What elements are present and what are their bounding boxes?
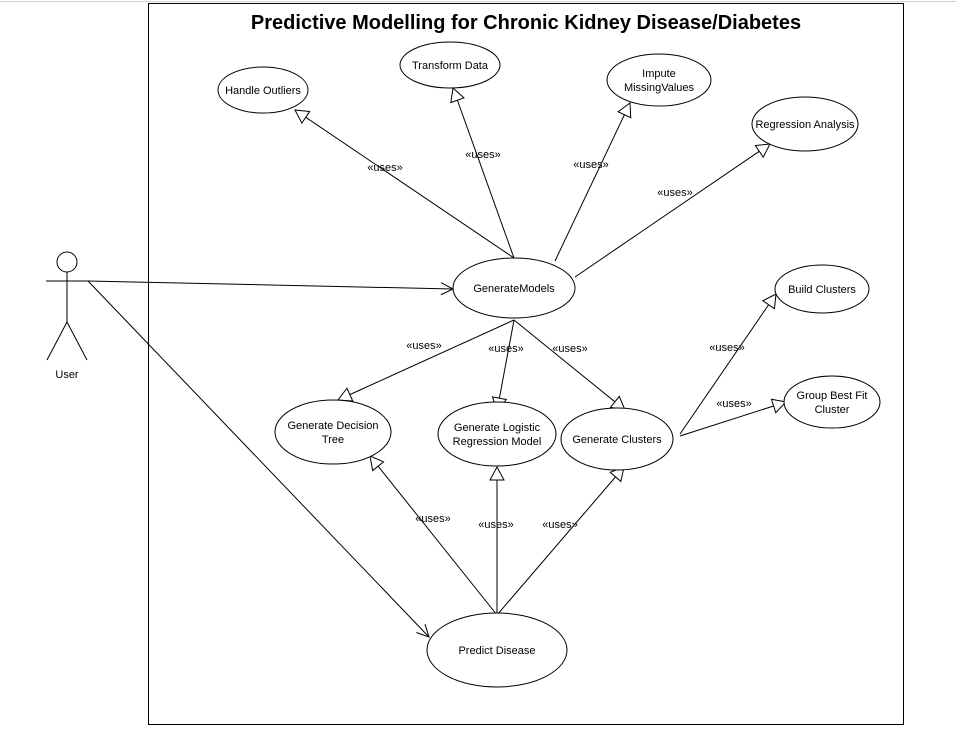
use-case-label: GenerateModels [473, 283, 555, 295]
uses-arrowhead [617, 102, 632, 119]
use-case-handle-outliers: Handle Outliers [217, 66, 309, 114]
association-line [87, 280, 454, 290]
uses-arrowhead [294, 109, 311, 125]
system-boundary [148, 3, 904, 725]
relations-layer [87, 87, 788, 638]
actor-right-leg [66, 321, 88, 361]
uses-line [554, 114, 625, 262]
uses-line [513, 319, 616, 403]
use-case-label: Build Clusters [788, 284, 856, 296]
use-case-ellipse [452, 257, 576, 319]
uses-line [574, 150, 760, 278]
use-case-ellipse [606, 53, 712, 107]
uses-line [305, 116, 515, 259]
use-case-ellipse [783, 375, 881, 429]
uses-label: «uses» [657, 187, 692, 199]
uses-label: «uses» [367, 162, 402, 174]
uses-label: «uses» [542, 519, 577, 531]
use-case-label: Cluster [815, 404, 850, 416]
use-case-regression: Regression Analysis [751, 96, 859, 152]
uses-label: «uses» [552, 343, 587, 355]
uses-label: «uses» [465, 149, 500, 161]
use-case-label: Tree [322, 434, 344, 446]
use-case-transform-data: Transform Data [399, 41, 501, 89]
diagram-title: Predictive Modelling for Chronic Kidney … [251, 12, 801, 34]
uses-line [679, 405, 774, 437]
uses-arrowhead [450, 87, 465, 104]
use-case-label: Group Best Fit [797, 390, 868, 402]
actor-head [56, 251, 78, 273]
uses-line [679, 304, 770, 435]
use-case-ellipse [437, 401, 557, 467]
association-arrowhead [416, 624, 430, 638]
use-case-gen-clusters: Generate Clusters [560, 407, 674, 471]
uses-arrowhead [761, 293, 777, 310]
uses-arrowhead [770, 398, 788, 414]
use-case-ellipse [560, 407, 674, 471]
use-case-label: Generate Clusters [572, 434, 662, 446]
use-case-ellipse [399, 41, 501, 89]
uses-arrowhead [369, 455, 385, 472]
uses-label: «uses» [488, 343, 523, 355]
use-case-ellipse [274, 399, 392, 465]
uses-arrowhead [754, 143, 771, 159]
uses-label: «uses» [716, 398, 751, 410]
use-case-label: Predict Disease [458, 645, 535, 657]
uses-label: «uses» [415, 513, 450, 525]
actor-user: User [46, 251, 88, 381]
use-case-build-clusters: Build Clusters [774, 264, 870, 314]
use-case-ellipse [751, 96, 859, 152]
uses-line [349, 319, 515, 396]
actor-label: User [55, 369, 79, 381]
uses-label: «uses» [709, 342, 744, 354]
use-case-ellipse [426, 612, 568, 688]
use-case-label: Regression Model [453, 436, 542, 448]
use-case-label: Regression Analysis [755, 119, 855, 131]
uses-label: «uses» [478, 519, 513, 531]
uses-label: «uses» [406, 340, 441, 352]
use-case-label: MissingValues [624, 82, 695, 94]
uses-line [456, 100, 515, 259]
use-case-predict: Predict Disease [426, 612, 568, 688]
uses-line [498, 319, 515, 399]
use-case-ellipse [217, 66, 309, 114]
uses-label: «uses» [573, 159, 608, 171]
use-case-label: Generate Decision [287, 420, 378, 432]
use-case-label: Generate Logistic [454, 422, 541, 434]
association-line [87, 280, 430, 638]
use-case-label: Impute [642, 68, 676, 80]
use-case-generate-models: GenerateModels [452, 257, 576, 319]
use-case-ellipse [774, 264, 870, 314]
uses-line [377, 465, 498, 616]
use-case-label: Handle Outliers [225, 85, 301, 97]
relation-labels-layer: «uses» «uses» «uses» «uses» «uses» «uses» «use… [367, 149, 751, 531]
actor-left-leg [46, 321, 68, 361]
uses-arrowhead [489, 465, 505, 481]
use-case-label: Transform Data [412, 60, 489, 72]
uses-line [496, 476, 616, 616]
